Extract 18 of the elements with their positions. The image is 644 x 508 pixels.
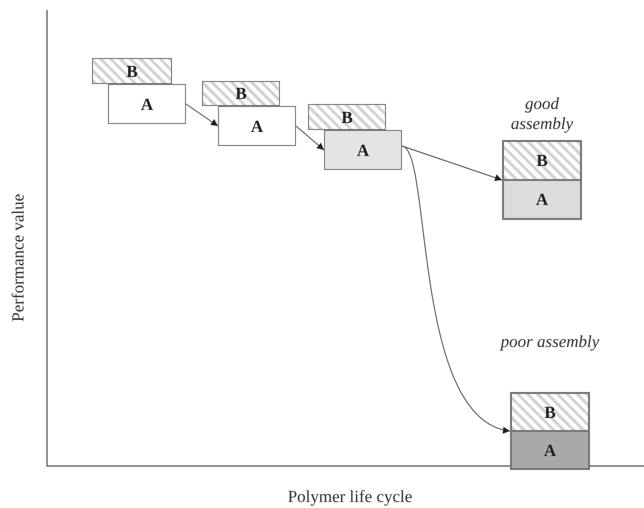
stack-caption: poor assembly (500, 332, 600, 353)
axis-label: Polymer life cycle (286, 486, 414, 508)
layer-a-block: A (108, 84, 186, 124)
layer-a-block: A (324, 130, 402, 170)
layer-b-block: B (511, 393, 589, 431)
arrow (186, 104, 218, 126)
layer-b-block: B (202, 81, 280, 106)
arrow (402, 146, 510, 432)
axis-label: Performance value (7, 192, 28, 324)
arrow (402, 146, 502, 182)
layer-a-block: A (218, 106, 296, 146)
layer-a-block: A (503, 180, 581, 219)
layer-b-block: B (308, 104, 386, 130)
layer-b-block: B (503, 141, 581, 180)
stack-caption: good assembly (510, 94, 574, 135)
layer-b-block: B (92, 58, 172, 84)
arrow (296, 126, 324, 150)
layer-a-block: A (511, 431, 589, 469)
